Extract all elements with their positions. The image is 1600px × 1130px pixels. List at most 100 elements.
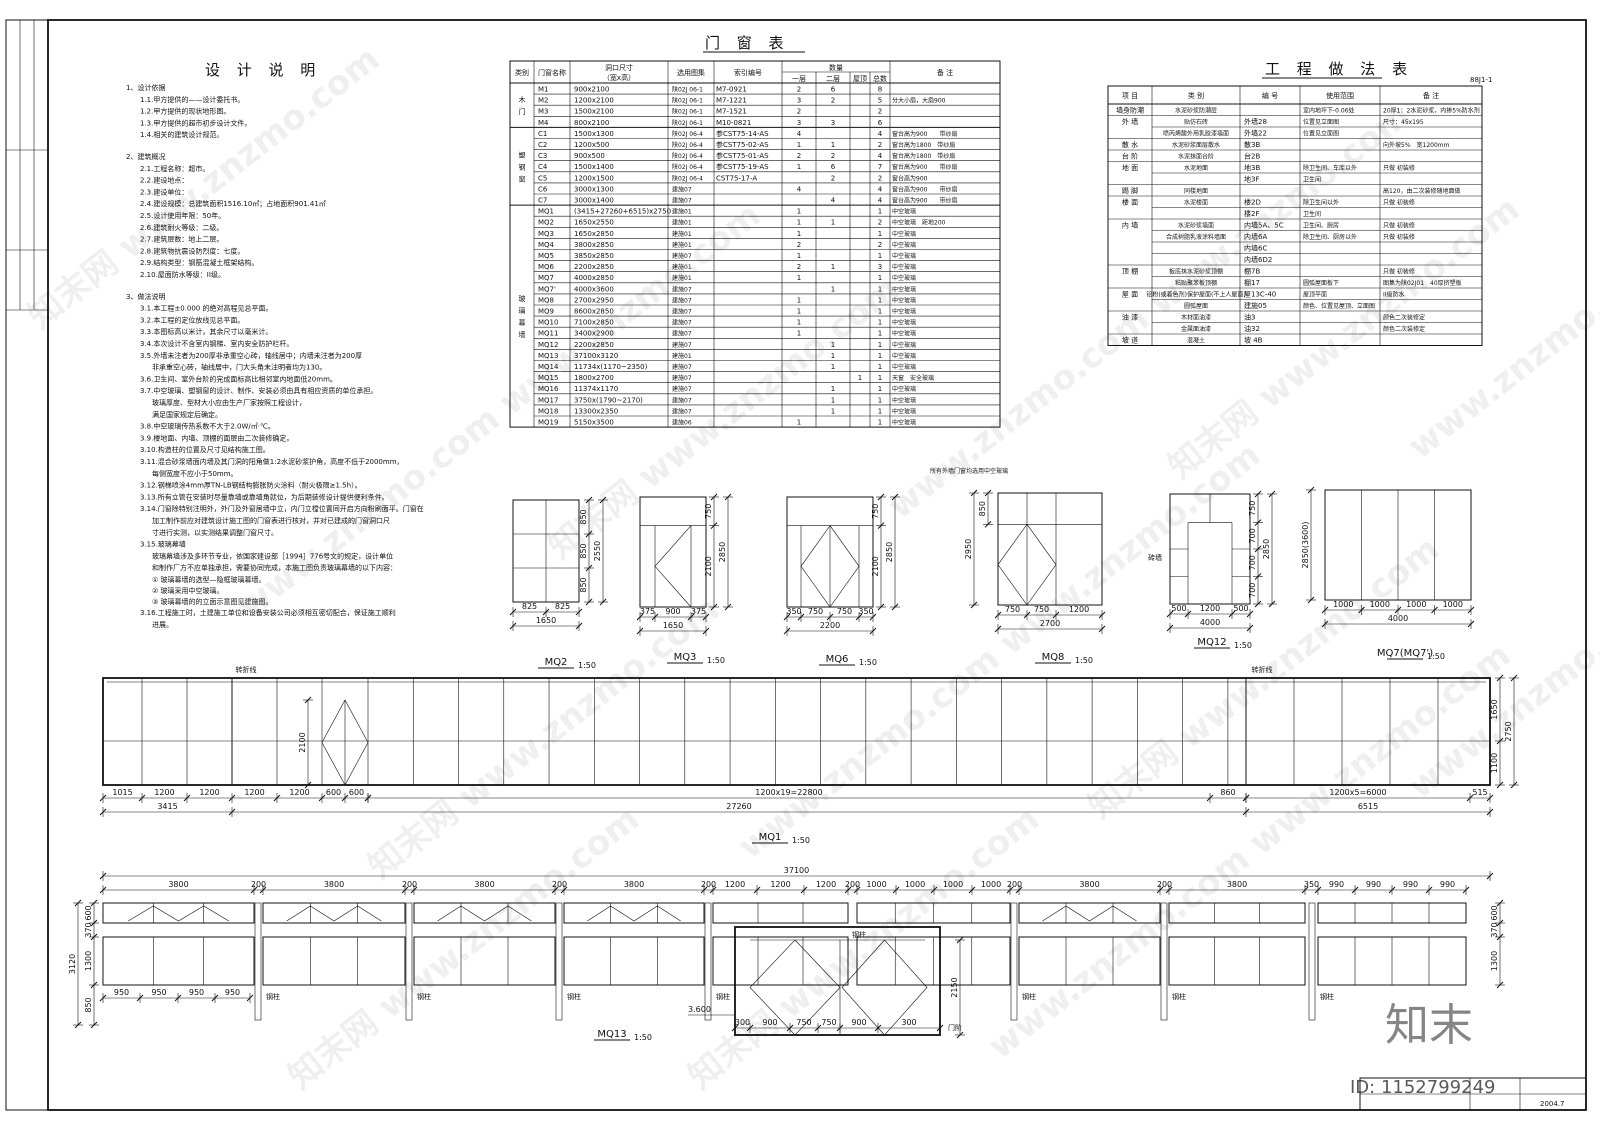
design-note-line: 满足国家规定后确定。 xyxy=(152,410,222,419)
dw-cell-size: 1200x1500 xyxy=(574,174,614,182)
mq13-column-label: 钢柱 xyxy=(852,930,866,939)
dw-cell-size: 1200x500 xyxy=(574,141,609,149)
mq13-hdim-label: 3800 xyxy=(624,880,644,889)
dw-cell-note: 中空玻璃 xyxy=(892,419,916,427)
dw-cell-qty: 1 xyxy=(797,219,801,227)
dw-cell-note: 中空玻璃 xyxy=(892,341,916,349)
dw-cell-qty: 3 xyxy=(831,119,835,127)
dw-cell-name: C2 xyxy=(538,141,547,149)
dw-cell-name: MQ6 xyxy=(538,263,555,271)
mq13-level: 3.600 xyxy=(688,1005,711,1014)
view-scale: 1:50 xyxy=(859,658,877,667)
dw-header-cell: 数量 xyxy=(829,63,843,72)
practice-cell-code: 屋13C-40 xyxy=(1244,291,1276,299)
dw-cell-atlas: 建施01 xyxy=(672,208,692,216)
mq13-column-label: 钢柱 xyxy=(567,992,581,1001)
practice-cell-code: 油32 xyxy=(1244,324,1260,333)
mq1-hdim-total-label: 3415 xyxy=(157,802,177,811)
mq13-column-label: 钢柱 xyxy=(1172,992,1186,1001)
design-note-line: 3.3.本图标高以米计，其余尺寸以毫米计。 xyxy=(140,327,272,336)
practice-cell-scope: 颜色、位置见屋顶、立面图 xyxy=(1303,302,1375,310)
view-scale: 1:50 xyxy=(1234,641,1252,650)
practice-cell-scope: 室内地坪下-0.06处 xyxy=(1303,107,1355,115)
mq3-hdim-label: 375 xyxy=(640,607,655,616)
practice-cell-type: 铝粉(或着色剂)保护屋面(不上人屋面) xyxy=(1146,291,1245,299)
practice-cell-code: 棚7B xyxy=(1244,267,1260,276)
dw-cell-qty: 1 xyxy=(878,352,882,360)
dw-group-label: 门 xyxy=(519,107,526,116)
dw-cell-atlas: 建施07 xyxy=(672,407,692,415)
door-window-table-title: 门 窗 表 xyxy=(705,34,790,52)
design-note-line: 3.12.钢梯喷涂4mm厚TN-LB钢结构膨胀防火涂料（耐火极限≥1.5h）。 xyxy=(140,481,362,490)
practice-header-cell: 备 注 xyxy=(1423,91,1439,100)
dw-cell-qty: 1 xyxy=(797,230,801,238)
dw-cell-qty: 1 xyxy=(831,352,835,360)
title-date: 2004.7 xyxy=(1540,1100,1565,1108)
steel-column xyxy=(1308,902,1316,1021)
mq13-hdim-label: 1000 xyxy=(981,880,1001,889)
dw-cell-qty: 4 xyxy=(878,152,883,160)
practice-cell-note: 只做 初装修 xyxy=(1383,233,1415,241)
dw-cell-size: 3800x2850 xyxy=(574,241,614,249)
dw-cell-note: 中空玻璃 距地200 xyxy=(892,219,946,227)
mq3-vdim-label: 2100 xyxy=(704,556,713,576)
practice-cell-code: 地3B xyxy=(1244,163,1260,172)
dw-cell-size: 800x2100 xyxy=(574,119,609,127)
mq13-label: MQ13 xyxy=(597,1029,626,1040)
mq8-label: MQ8 xyxy=(1042,652,1065,663)
dw-cell-note: 天窗 安全玻璃 xyxy=(892,374,934,382)
design-note-line: 玻璃厚度、型材大小应由生产厂家按照工程设计， xyxy=(152,398,306,407)
dw-cell-atlas: 建施07 xyxy=(672,308,692,316)
mq6-label: MQ6 xyxy=(826,654,849,665)
dw-cell-qty: 6 xyxy=(831,163,836,171)
dw-cell-name: MQ8 xyxy=(538,296,554,304)
dw-cell-atlas: 陕02J 06-4 xyxy=(672,174,703,182)
practice-cell-type: 金属面油漆 xyxy=(1181,325,1211,333)
practice-cell-type: 水泥抹面台阶 xyxy=(1178,153,1214,161)
dw-cell-qty: 6 xyxy=(831,86,836,94)
dw-cell-atlas: 建施07 xyxy=(672,285,692,293)
mq8-frame xyxy=(997,492,1103,606)
dw-cell-qty: 1 xyxy=(878,274,882,282)
mq6-hdim-label: 750 xyxy=(808,607,823,616)
dw-cell-qty: 1 xyxy=(797,252,801,260)
mq3-hdim-label: 900 xyxy=(665,607,680,616)
dw-cell-qty: 1 xyxy=(878,208,882,216)
practice-cell-note: 高120，由二次装修随地面做 xyxy=(1383,187,1460,195)
practice-cell-item: 楼 面 xyxy=(1122,198,1138,207)
mq6-hdim-label: 750 xyxy=(837,607,852,616)
mq13-lower-band xyxy=(413,936,556,986)
mq13-hdim-label: 990 xyxy=(1329,880,1344,889)
dw-cell-qty: 7 xyxy=(878,163,882,171)
mq13-column-label: 钢柱 xyxy=(266,992,280,1001)
dw-cell-qty: 3 xyxy=(797,119,801,127)
practice-cell-type: 合成树脂乳液涂料墙面 xyxy=(1166,233,1226,241)
dw-cell-name: C5 xyxy=(538,174,547,182)
dw-cell-qty: 1 xyxy=(878,341,882,349)
mq13-column-label: 钢柱 xyxy=(417,992,431,1001)
dw-cell-atlas: 陕02J 06-4 xyxy=(672,130,703,138)
dw-cell-atlas: 陕02J 06-1 xyxy=(672,108,703,116)
dw-cell-qty: 2 xyxy=(797,241,801,249)
practice-cell-note: 只做 初装修 xyxy=(1383,199,1415,207)
design-note-line: 3.9.楼地面、内墙、顶棚的面层由二次装修确定。 xyxy=(140,433,293,442)
dw-qty-header: 一层 xyxy=(792,75,806,83)
design-note-line: 2.1.工程名称：超市。 xyxy=(140,164,209,173)
inner-border xyxy=(47,19,1587,1111)
mq8-vdim-label: 850 xyxy=(978,501,987,516)
mq13-right-vdim-label: 600 xyxy=(1490,905,1499,920)
mq13-lower-band xyxy=(1168,936,1306,986)
design-note-line: 非承重空心砖，轴线居中，门大头角未注明者均为130。 xyxy=(152,363,326,372)
dw-cell-qty: 1 xyxy=(878,285,882,293)
mq13-upper-band xyxy=(413,902,556,924)
practice-cell-type: 混凝土 xyxy=(1187,337,1205,345)
dw-cell-size: 3850x2850 xyxy=(574,252,614,260)
dw-cell-note: 窗台高为900 带纱扇 xyxy=(892,163,957,171)
mq1-right-vdim-label: 1650 xyxy=(1490,699,1499,719)
mq6-vdim-label: 2100 xyxy=(871,556,880,576)
practice-cell-note: 只做 初装修 xyxy=(1383,268,1415,276)
dw-qty-header: 总数 xyxy=(873,74,887,83)
dw-cell-qty: 5 xyxy=(878,97,882,105)
